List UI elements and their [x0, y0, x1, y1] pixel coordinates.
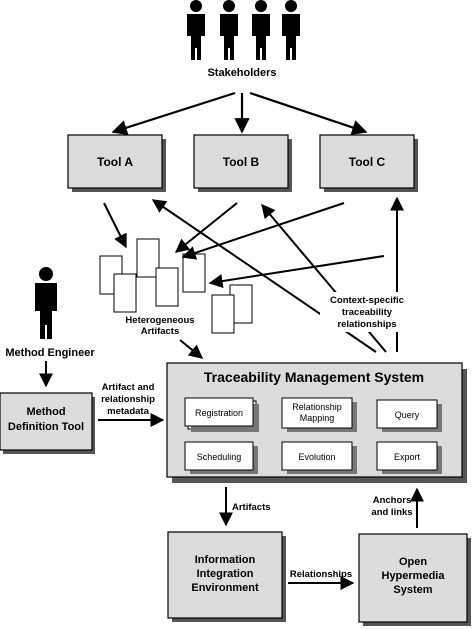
- mdt-label-line1: Method: [26, 406, 65, 418]
- document-stack-icon: [99, 238, 253, 334]
- heterogeneous-label-line1: Heterogeneous: [125, 315, 194, 326]
- relationship-mapping-label-line1: Relationship: [292, 402, 342, 412]
- context-label-line1: Context-specific: [330, 295, 404, 306]
- heterogeneous-label-line2: Artifacts: [141, 326, 180, 337]
- arrow-tool-a-to-artifacts: [103, 202, 127, 249]
- query-module: Query: [376, 399, 442, 432]
- method-definition-tool-box: Method Definition Tool: [0, 392, 95, 454]
- iie-label-line1: Information: [195, 554, 256, 566]
- tms-modules: Registration Relationship Mapping Query …: [184, 397, 442, 474]
- mdt-label-line2: Definition Tool: [8, 421, 84, 433]
- document-icon: [182, 253, 206, 293]
- relationships-edge-label: Relationships: [290, 569, 352, 580]
- tool-c-label: Tool C: [349, 155, 386, 169]
- context-label-bg: [320, 292, 415, 332]
- arrow-artifacts-to-tms: [179, 339, 204, 359]
- document-icon: [211, 294, 235, 334]
- tool-b-label: Tool B: [223, 155, 260, 169]
- ohs-label-line3: System: [393, 584, 432, 596]
- person-group-icon: [187, 0, 300, 60]
- evolution-module: Evolution: [281, 441, 357, 474]
- document-icon: [155, 267, 179, 307]
- ohs-label-line1: Open: [399, 556, 427, 568]
- arrow-tool-c-to-artifacts: [181, 202, 345, 260]
- relationship-mapping-label-line2: Mapping: [300, 413, 335, 423]
- ohs-label-line2: Hypermedia: [382, 570, 446, 582]
- arrow-to-tool-a: [111, 91, 236, 136]
- person-icon: [252, 0, 270, 60]
- tool-a-box: Tool A: [67, 134, 166, 192]
- open-hypermedia-system-box: Open Hypermedia System: [358, 533, 471, 626]
- registration-module: Registration: [184, 397, 259, 432]
- method-engineer-label: Method Engineer: [5, 347, 95, 359]
- document-icon: [113, 273, 137, 313]
- information-integration-environment-box: Information Integration Environment: [167, 531, 286, 622]
- person-icon: [187, 0, 205, 60]
- iie-label-line3: Environment: [191, 582, 259, 594]
- scheduling-label: Scheduling: [197, 452, 242, 462]
- export-label: Export: [394, 452, 421, 462]
- anchors-label-line2: and links: [371, 507, 412, 518]
- tms-title: Traceability Management System: [204, 369, 424, 385]
- person-icon: [282, 0, 300, 60]
- registration-label: Registration: [195, 408, 243, 418]
- relationship-mapping-module: Relationship Mapping: [281, 397, 357, 432]
- document-icon: [136, 238, 160, 278]
- iie-label-line2: Integration: [197, 568, 254, 580]
- context-label-line3: relationships: [337, 319, 396, 330]
- scheduling-module: Scheduling: [184, 441, 258, 474]
- metadata-label-line1: Artifact and: [102, 382, 155, 393]
- tool-c-box: Tool C: [319, 134, 418, 192]
- metadata-label-line2: relationship: [101, 394, 155, 405]
- evolution-label: Evolution: [298, 452, 335, 462]
- export-module: Export: [376, 441, 442, 474]
- metadata-label-line3: metadata: [107, 406, 149, 417]
- artifacts-edge-label: Artifacts: [232, 502, 271, 513]
- stakeholder-arrows: [111, 91, 368, 136]
- tool-b-box: Tool B: [193, 134, 292, 192]
- person-icon: [220, 0, 238, 60]
- arrow-to-tool-c: [249, 91, 368, 135]
- anchors-label-line1: Anchors: [373, 495, 412, 506]
- query-label: Query: [395, 410, 420, 420]
- arrow-tool-b-to-artifacts: [174, 202, 238, 253]
- stakeholders-label: Stakeholders: [207, 67, 276, 79]
- person-icon: [35, 267, 57, 339]
- context-label-line2: traceability: [342, 307, 393, 318]
- tool-a-label: Tool A: [97, 155, 133, 169]
- arrow-tms-to-artifacts: [208, 255, 385, 288]
